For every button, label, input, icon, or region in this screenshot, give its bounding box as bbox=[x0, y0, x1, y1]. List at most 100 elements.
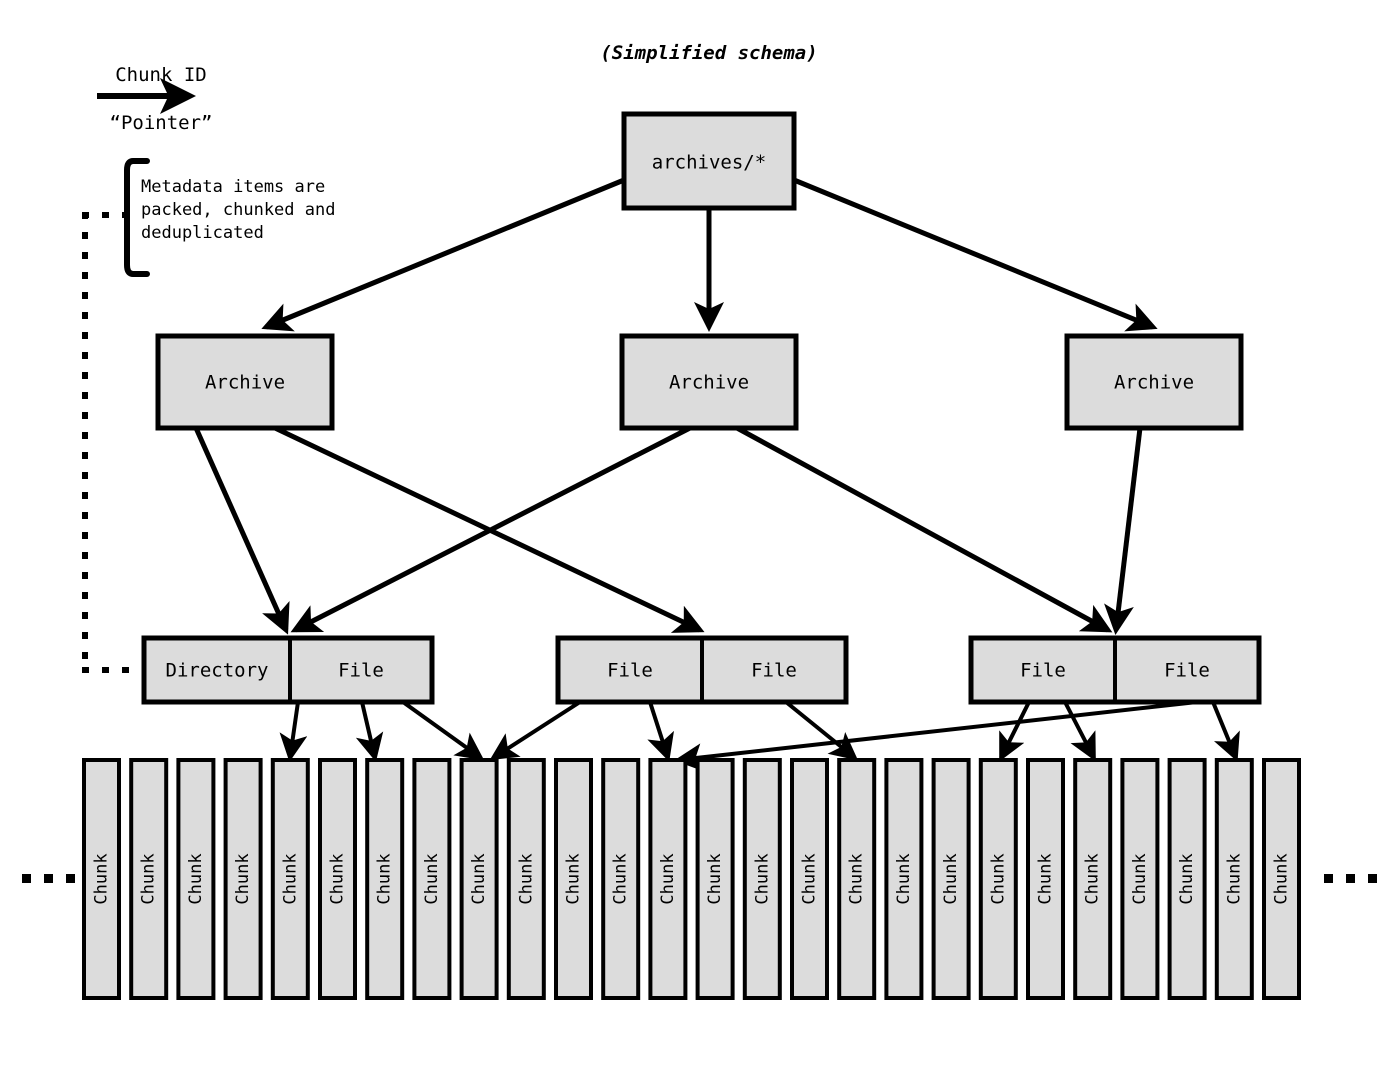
chunk-label: Chunk bbox=[752, 853, 772, 904]
chunk-node[interactable]: Chunk bbox=[601, 758, 641, 1000]
ellipsis-group bbox=[22, 874, 1377, 883]
node-archive-3-box[interactable] bbox=[1064, 333, 1244, 431]
edge-file2-to-chunk-13 bbox=[647, 701, 674, 762]
edge-file5-to-chunk-25 bbox=[1211, 701, 1240, 762]
chunk-label: Chunk bbox=[658, 853, 678, 904]
chunk-node[interactable]: Chunk bbox=[931, 758, 971, 1000]
item-group-1: Directory File bbox=[141, 635, 435, 705]
chunk-label: Chunk bbox=[847, 853, 867, 904]
node-archive-2-label: Archive bbox=[669, 372, 749, 394]
item-directory-label: Directory bbox=[166, 660, 269, 682]
node-archive-2-box[interactable] bbox=[619, 333, 799, 431]
chunk-box[interactable] bbox=[129, 758, 169, 1000]
chunk-box[interactable] bbox=[695, 758, 735, 1000]
chunk-box[interactable] bbox=[1167, 758, 1207, 1000]
node-archive-3[interactable]: Archive bbox=[1064, 333, 1244, 431]
note-line-1: Metadata items are bbox=[141, 177, 325, 197]
chunk-node[interactable]: Chunk bbox=[459, 758, 499, 1000]
chunk-label: Chunk bbox=[941, 853, 961, 904]
node-archive-2[interactable]: Archive bbox=[619, 333, 799, 431]
chunk-node[interactable]: Chunk bbox=[1167, 758, 1207, 1000]
chunk-box[interactable] bbox=[601, 758, 641, 1000]
chunk-node[interactable]: Chunk bbox=[82, 758, 121, 1000]
chunk-label: Chunk bbox=[516, 853, 536, 904]
edge-archive-1-to-directory-file bbox=[193, 426, 290, 635]
chunk-node[interactable]: Chunk bbox=[365, 758, 405, 1000]
chunk-box[interactable] bbox=[790, 758, 829, 1000]
chunk-label: Chunk bbox=[988, 853, 1008, 904]
chunk-box[interactable] bbox=[270, 758, 310, 1000]
edge-file1-to-chunk-9 bbox=[401, 700, 485, 761]
chunk-node[interactable]: Chunk bbox=[1120, 758, 1160, 1000]
node-archive-1[interactable]: Archive bbox=[155, 333, 335, 431]
chunk-box[interactable] bbox=[1026, 758, 1065, 1000]
chunk-box[interactable] bbox=[412, 758, 452, 1000]
node-archives-root-box[interactable] bbox=[621, 111, 797, 211]
note-line-2: packed, chunked and bbox=[141, 200, 335, 220]
chunk-box[interactable] bbox=[742, 758, 782, 1000]
chunk-node[interactable]: Chunk bbox=[742, 758, 782, 1000]
edge-file4-to-chunk-22 bbox=[1063, 701, 1096, 762]
legend: Chunk ID “Pointer” bbox=[97, 64, 212, 134]
chunk-box[interactable] bbox=[1073, 758, 1113, 1000]
chunk-node[interactable]: Chunk bbox=[129, 758, 169, 1000]
chunk-label: Chunk bbox=[422, 853, 442, 904]
chunk-box[interactable] bbox=[978, 758, 1018, 1000]
chunk-node[interactable]: Chunk bbox=[884, 758, 924, 1000]
chunk-label: Chunk bbox=[800, 853, 820, 904]
chunk-box[interactable] bbox=[837, 758, 877, 1000]
chunk-node[interactable]: Chunk bbox=[1214, 758, 1254, 1000]
node-archive-1-box[interactable] bbox=[155, 333, 335, 431]
edge-root-to-archive-3 bbox=[793, 177, 1158, 332]
chunk-box[interactable] bbox=[1214, 758, 1254, 1000]
page-title: (Simplified schema) bbox=[600, 42, 817, 64]
chunk-node[interactable]: Chunk bbox=[790, 758, 829, 1000]
chunk-node[interactable]: Chunk bbox=[223, 758, 263, 1000]
chunk-box[interactable] bbox=[884, 758, 924, 1000]
chunk-label: Chunk bbox=[894, 853, 914, 904]
metadata-note: Metadata items are packed, chunked and d… bbox=[124, 158, 335, 277]
chunk-box[interactable] bbox=[176, 758, 216, 1000]
chunk-node[interactable]: Chunk bbox=[270, 758, 310, 1000]
chunk-node[interactable]: Chunk bbox=[695, 758, 735, 1000]
chunk-box[interactable] bbox=[931, 758, 971, 1000]
edge-root-to-archive-1 bbox=[261, 177, 625, 332]
chunk-label: Chunk bbox=[92, 853, 112, 904]
chunk-box[interactable] bbox=[82, 758, 121, 1000]
chunk-label: Chunk bbox=[1130, 853, 1150, 904]
item-file-3-label: File bbox=[751, 660, 797, 682]
chunk-node[interactable]: Chunk bbox=[837, 758, 877, 1000]
edge-file1-to-chunk-5 bbox=[279, 701, 308, 762]
chunk-node[interactable]: Chunk bbox=[1073, 758, 1113, 1000]
chunk-box[interactable] bbox=[648, 758, 688, 1000]
chunk-box[interactable] bbox=[1262, 758, 1301, 1000]
chunk-box[interactable] bbox=[554, 758, 593, 1000]
chunk-node[interactable]: Chunk bbox=[978, 758, 1018, 1000]
chunk-box[interactable] bbox=[223, 758, 263, 1000]
chunk-node[interactable]: Chunk bbox=[648, 758, 688, 1000]
ellipsis-left-chunks bbox=[22, 874, 75, 883]
node-archives-root[interactable]: archives/* bbox=[621, 111, 797, 211]
chunk-node[interactable]: Chunk bbox=[1026, 758, 1065, 1000]
edges-archives-to-items bbox=[193, 425, 1143, 635]
chunk-node[interactable]: Chunk bbox=[506, 758, 546, 1000]
chunk-label: Chunk bbox=[469, 853, 489, 904]
chunk-node[interactable]: Chunk bbox=[412, 758, 452, 1000]
edge-file4-to-chunk-20 bbox=[999, 701, 1031, 762]
chunk-box[interactable] bbox=[365, 758, 405, 1000]
chunk-box[interactable] bbox=[459, 758, 499, 1000]
chunk-box[interactable] bbox=[506, 758, 546, 1000]
chunk-box[interactable] bbox=[318, 758, 357, 1000]
legend-bottom-label: “Pointer” bbox=[110, 112, 213, 134]
chunk-node[interactable]: Chunk bbox=[1262, 758, 1301, 1000]
chunk-label: Chunk bbox=[375, 853, 395, 904]
chunk-node[interactable]: Chunk bbox=[176, 758, 216, 1000]
legend-top-label: Chunk ID bbox=[115, 64, 207, 86]
chunk-box[interactable] bbox=[1120, 758, 1160, 1000]
chunk-label: Chunk bbox=[1224, 853, 1244, 904]
chunk-label: Chunk bbox=[1083, 853, 1103, 904]
chunk-node[interactable]: Chunk bbox=[318, 758, 357, 1000]
chunk-label: Chunk bbox=[328, 853, 348, 904]
chunk-node[interactable]: Chunk bbox=[554, 758, 593, 1000]
